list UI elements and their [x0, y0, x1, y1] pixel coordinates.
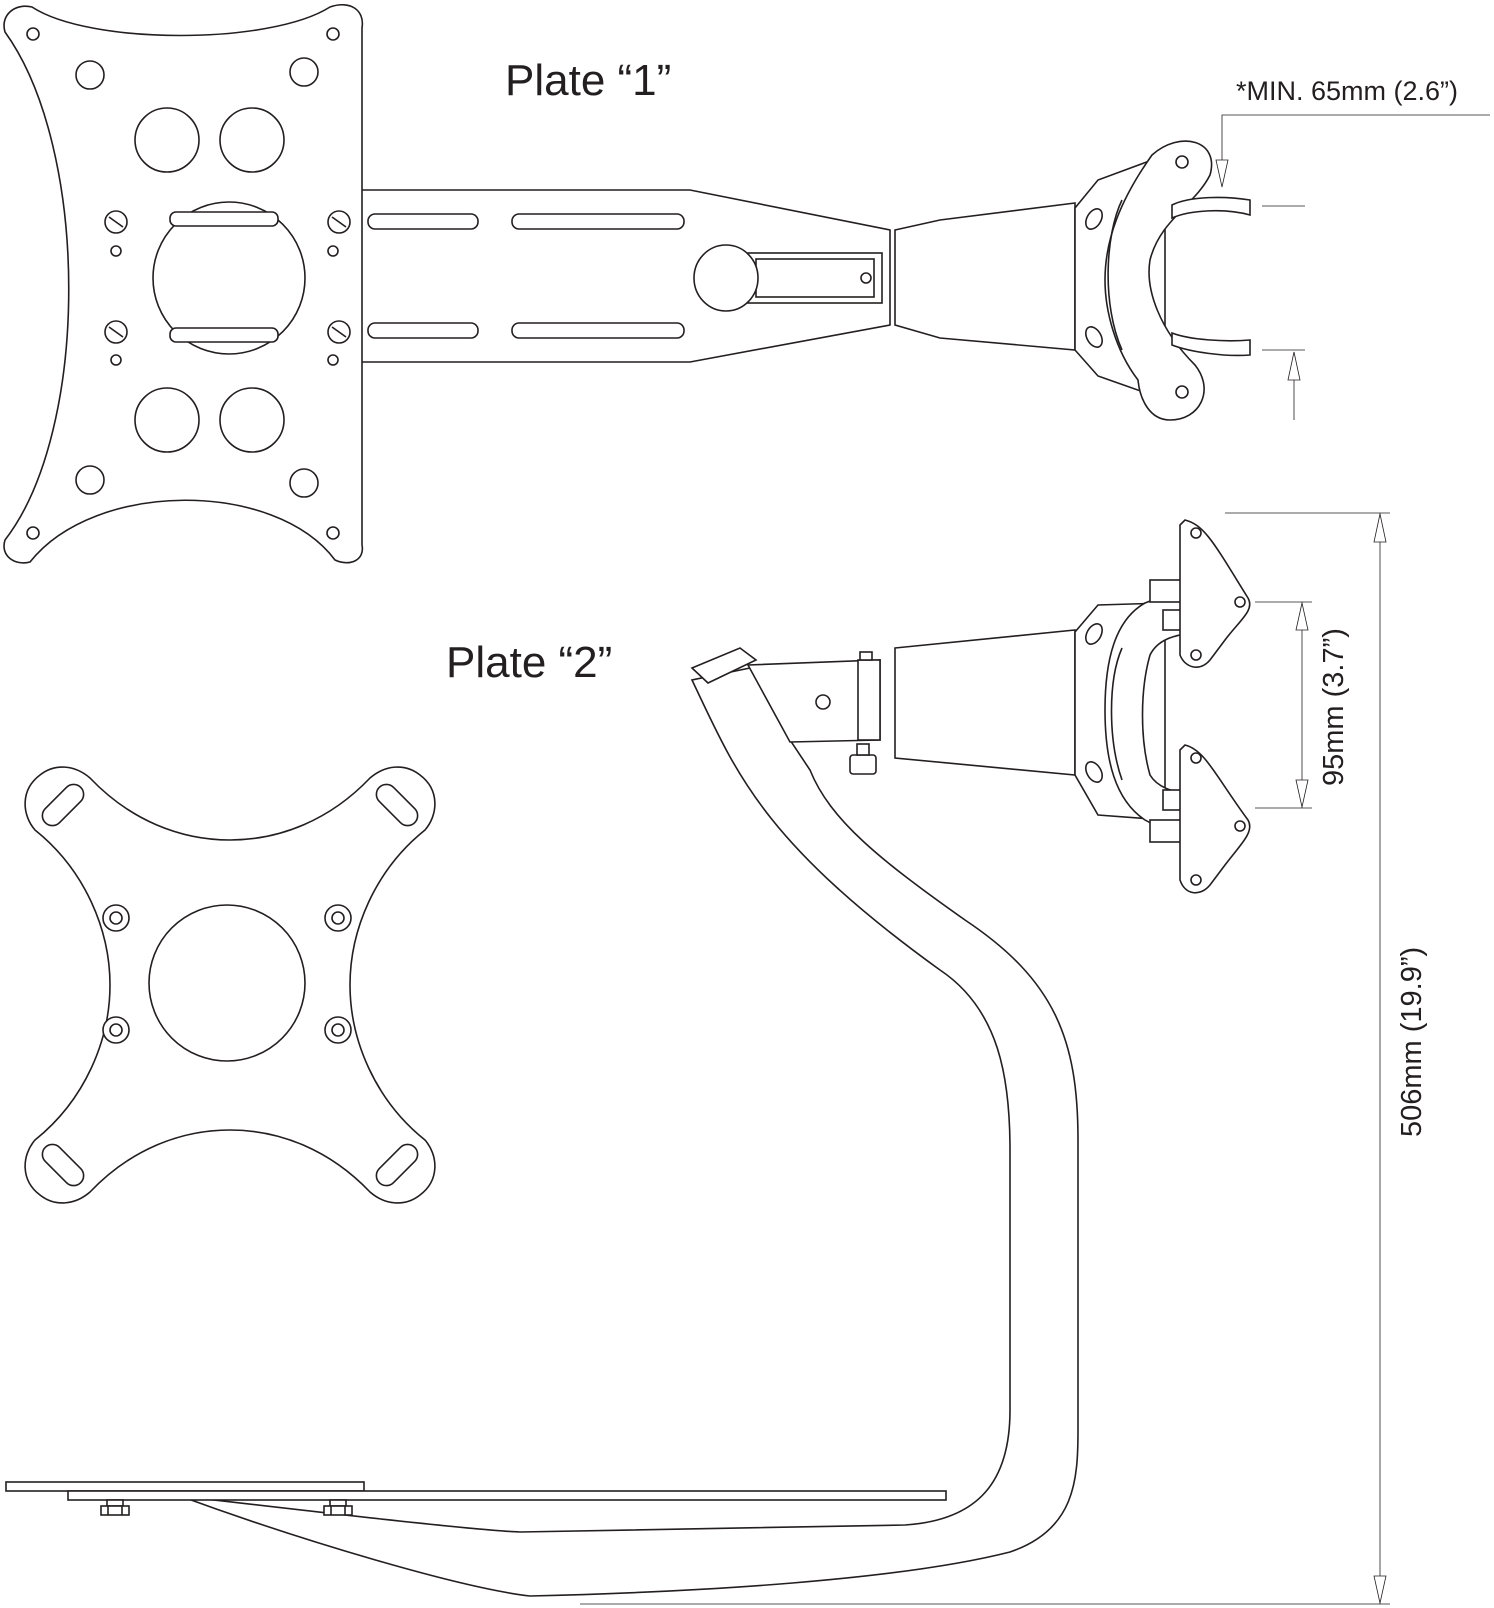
- vesa-plate-2: [24, 766, 436, 1204]
- clamp-bracket: [1074, 140, 1251, 421]
- dimension-95mm: [1255, 601, 1312, 809]
- tilt-neck-2: [894, 629, 1076, 776]
- dimension-95mm-label: 95mm (3.7”): [1318, 628, 1350, 786]
- desk-base-plate: [5, 1481, 365, 1492]
- min-clearance-label: *MIN. 65mm (2.6”): [1236, 76, 1459, 106]
- tilt-neck: [894, 202, 1076, 351]
- extension-arm: [354, 189, 891, 363]
- vesa-plate-1: [3, 3, 364, 564]
- min-clearance-dimension: [1215, 114, 1490, 420]
- hinge-block: [746, 651, 881, 775]
- plate-2-title: Plate “2”: [446, 638, 613, 687]
- base-bolt-left: [100, 1499, 130, 1516]
- bracket-ear-top: [1179, 519, 1251, 668]
- plate-1-assembly: [3, 3, 1490, 564]
- plate-2-assembly: [5, 512, 1390, 1605]
- bracket-ear-bottom: [1179, 744, 1251, 894]
- curved-pole: [179, 667, 1079, 1597]
- base-bolt-right: [323, 1499, 353, 1516]
- pole-cap: [690, 647, 758, 684]
- plate-1-title: Plate “1”: [505, 56, 672, 105]
- dimension-506mm-label: 506mm (19.9”): [1396, 946, 1428, 1137]
- dimension-506mm: [580, 512, 1390, 1605]
